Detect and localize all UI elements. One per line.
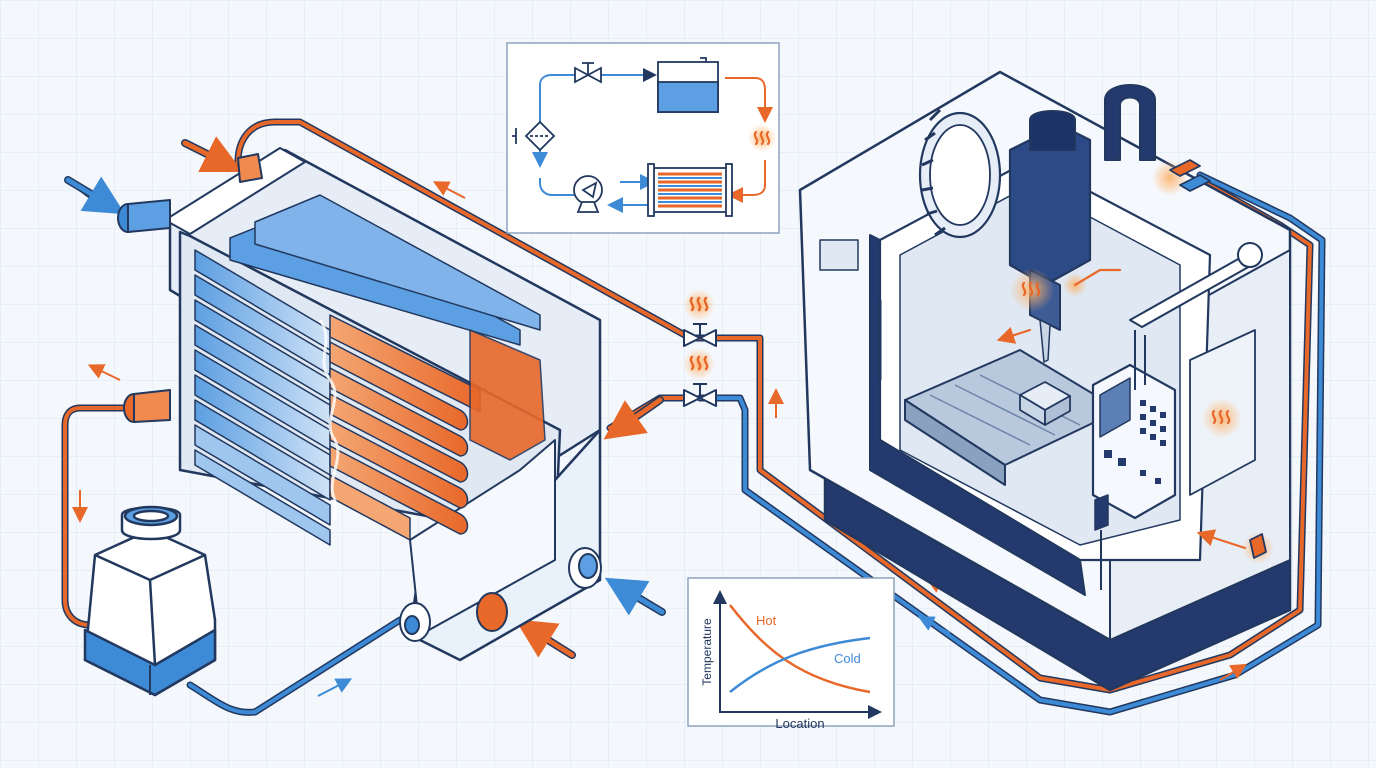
center-valves: [683, 323, 717, 407]
control-screen: [1099, 377, 1131, 438]
hot-side-port: [476, 592, 508, 632]
graph-panel: [687, 577, 895, 727]
hot-curve-label: Hot: [756, 613, 777, 628]
cold-curve: [729, 636, 871, 693]
reservoir-tank: [83, 505, 217, 697]
valve-icon: [683, 329, 701, 347]
hot-loop-left: [63, 406, 142, 627]
cold-curve-label: Cold: [834, 651, 861, 666]
temperature-graph-inset: Hot Cold Location Temperature: [687, 577, 895, 731]
spindle-tool: [1039, 319, 1051, 363]
heat-wave-icon: [753, 130, 771, 146]
pump-icon: [573, 175, 603, 213]
valve-icon: [683, 389, 701, 407]
port-arrows: [64, 136, 666, 659]
hot-leader-line: [1073, 268, 1122, 287]
flow-arrow-icon: [87, 364, 121, 381]
cold-loop-bottom: [188, 618, 402, 715]
flow-arrow-icon: [432, 181, 466, 199]
schematic-inset: [506, 42, 780, 234]
exchanger-ports: [117, 153, 602, 642]
flow-arrow-icon: [317, 678, 353, 697]
heat-wave-icons: [683, 289, 715, 380]
hot-plates: [329, 314, 546, 541]
valve-icon: [574, 62, 602, 84]
heat-wave-icon: [689, 355, 709, 371]
hot-port-arrow-icon: [515, 619, 575, 658]
filter-icon: [512, 120, 556, 152]
graph-xlabel: Location: [775, 716, 824, 731]
flow-arrow-icon: [1219, 663, 1247, 681]
plate-heat-exchanger: [117, 147, 602, 662]
flow-arrow-icon: [917, 616, 951, 634]
cold-supply-pipe: [698, 173, 1324, 714]
control-buttons: [1104, 400, 1166, 484]
overhead-arch: [1104, 84, 1156, 161]
reservoir-tank-icon: [657, 57, 719, 113]
hot-top-port: [237, 153, 263, 183]
hot-feed-arrow-icon: [603, 397, 663, 440]
hot-curve: [729, 604, 871, 694]
heat-wave-icon: [1021, 281, 1041, 297]
hot-inlet-arrow-icon: [182, 136, 243, 172]
coolant-connectors: [1169, 159, 1267, 559]
cnc-machine: [798, 70, 1292, 692]
heat-wave-icon: [1211, 409, 1231, 425]
heat-wave-icon: [689, 296, 709, 312]
graph-ylabel: Temperature: [700, 618, 714, 686]
heat-exchanger-icon: [647, 163, 733, 217]
cold-feed-arrow-icon: [604, 577, 665, 616]
